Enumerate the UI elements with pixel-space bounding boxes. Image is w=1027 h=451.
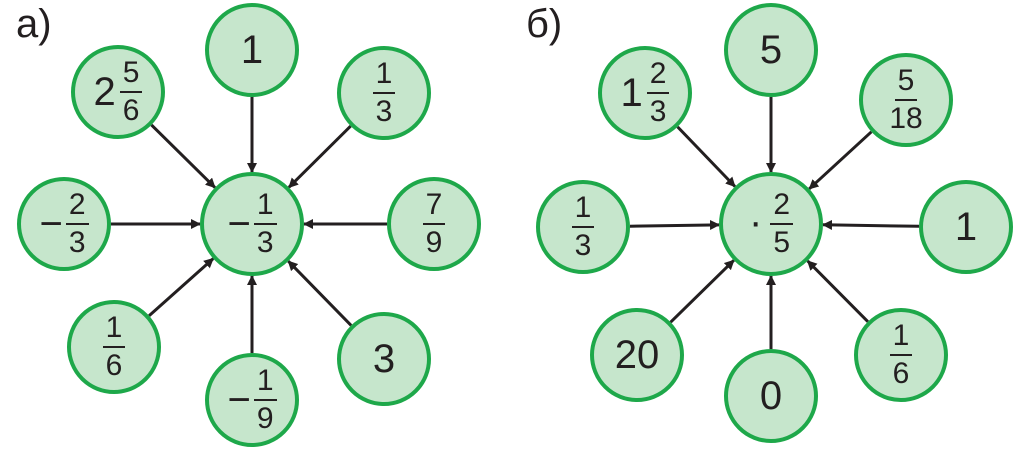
panel-a-label: а): [16, 2, 52, 46]
node-numerator: 1: [571, 193, 595, 228]
node-b-top-left: [598, 46, 692, 140]
node-numerator: 2: [646, 59, 670, 94]
arrow-b-top-left: [676, 125, 737, 188]
node-b-bottom-text: 0: [726, 351, 816, 441]
node-b-top: [724, 3, 818, 97]
node-a-top-text: 1: [207, 5, 297, 95]
arrows-layer: [111, 97, 920, 353]
arrow-b-bottom-right: [806, 259, 869, 323]
node-b-top-text: 5: [726, 5, 816, 95]
arrow-a-top-left: [150, 123, 217, 189]
node-sign: −: [39, 202, 63, 246]
node-numerator: 1: [372, 59, 396, 94]
arrow-b-left: [629, 219, 721, 230]
node-numerator: 1: [253, 366, 277, 401]
node-denominator: 9: [425, 226, 443, 259]
node-a-top: [205, 3, 299, 97]
node-denominator: 6: [122, 94, 140, 127]
node-numerator: 1: [253, 190, 277, 225]
node-value: 1: [954, 205, 978, 249]
node-a-left: [17, 177, 111, 271]
node-numerator: 1: [102, 313, 126, 348]
node-value: 20: [614, 333, 660, 377]
node-denominator: 5: [773, 226, 790, 259]
node-b-bottom-left: [590, 308, 684, 402]
node-denominator: 3: [375, 95, 393, 128]
node-sign: ·: [748, 200, 763, 244]
node-whole-part: 1: [620, 71, 643, 115]
node-value: 0: [759, 374, 783, 418]
node-sign: −: [227, 202, 251, 246]
node-a-bottom-right-text: 3: [339, 314, 429, 404]
node-b-right: [919, 180, 1013, 274]
node-denominator: 3: [649, 95, 667, 128]
node-denominator: 3: [68, 226, 86, 259]
node-b-bottom-left-text: 20: [592, 310, 682, 400]
node-whole-part: 2: [93, 70, 116, 114]
node-denominator: 3: [256, 226, 274, 259]
node-numerator: 1: [889, 321, 913, 356]
node-numerator: 7: [422, 190, 446, 225]
center-node-a: [200, 172, 304, 276]
node-value: 5: [759, 28, 783, 72]
node-denominator: 6: [105, 349, 123, 382]
arrow-a-bottom-left: [148, 257, 215, 317]
node-a-bottom-right: [337, 312, 431, 406]
node-value: 1: [240, 28, 264, 72]
node-numerator: 2: [65, 190, 89, 225]
node-value: 3: [372, 337, 396, 381]
panel-b-label: б): [526, 2, 563, 46]
node-denominator: 18: [889, 102, 923, 135]
node-a-top-left: [71, 45, 165, 139]
arrow-a-bottom-right: [287, 260, 353, 327]
arrow-b-top-right: [808, 130, 873, 190]
node-numerator: 2: [770, 190, 793, 225]
node-numerator: 5: [119, 58, 143, 93]
node-numerator: 5: [894, 66, 918, 101]
circles-layer: [17, 3, 1013, 447]
node-b-bottom: [724, 349, 818, 443]
arrow-b-bottom-left: [669, 259, 735, 324]
arrow-a-top-right: [287, 125, 352, 189]
node-b-right-text: 1: [921, 182, 1011, 272]
node-denominator: 9: [256, 402, 274, 435]
node-denominator: 6: [892, 357, 910, 390]
node-a-bottom: [205, 353, 299, 447]
node-denominator: 3: [574, 229, 592, 262]
arrow-b-right: [821, 219, 920, 230]
node-sign: −: [227, 378, 251, 422]
